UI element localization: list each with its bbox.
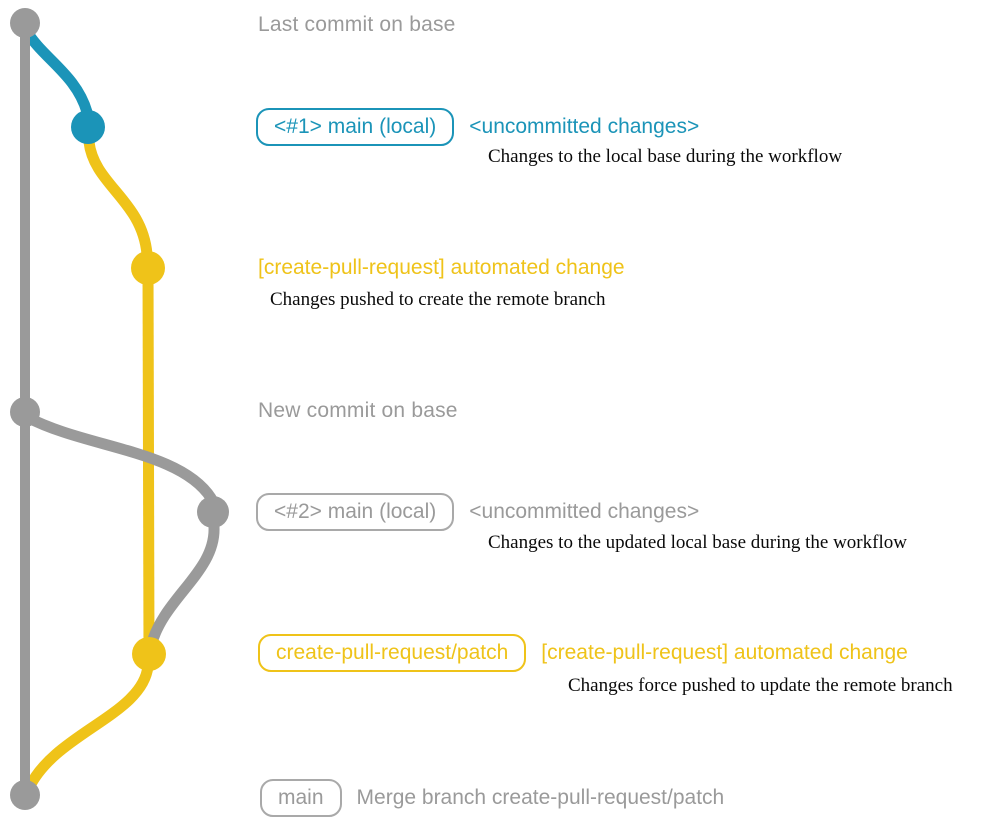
note-force-pushed-update: Changes force pushed to update the remot… [568, 675, 953, 696]
edge-base-to-local-1 [20, 24, 93, 118]
edge-patch-to-merge [23, 660, 154, 794]
badge-main-local-2: <#2> main (local) [256, 493, 455, 531]
commit-node-new-base [10, 397, 40, 427]
note-updated-local-base: Changes to the updated local base during… [488, 532, 907, 553]
commit-node-merge [10, 780, 40, 810]
automated-change-label-2: [create-pull-request] automated change [541, 641, 908, 664]
note-local-base-changes: Changes to the local base during the wor… [488, 146, 843, 167]
edge-local-to-patch-2 [145, 521, 220, 652]
uncommitted-changes-label-2: <uncommitted changes> [469, 500, 700, 523]
note-pushed-create-branch: Changes pushed to create the remote bran… [270, 289, 606, 310]
commit-node-uncommitted-1 [71, 110, 105, 144]
commit-node-uncommitted-2 [197, 496, 229, 528]
edge-base-to-local-2 [21, 411, 217, 504]
commit-node-last-base [10, 8, 40, 38]
merge-message-label: Merge branch create-pull-request/patch [356, 786, 725, 809]
badge-patch-branch: create-pull-request/patch [258, 634, 527, 672]
commit-graph [10, 8, 229, 810]
commit-node-automated-2 [132, 637, 166, 671]
badge-main-local-1: <#1> main (local) [256, 108, 455, 146]
uncommitted-changes-label-1: <uncommitted changes> [469, 115, 700, 138]
commit-node-automated-1 [131, 251, 165, 285]
new-commit-header: New commit on base [258, 399, 458, 422]
automated-change-label-1: [create-pull-request] automated change [258, 256, 625, 279]
badge-main: main [260, 779, 342, 817]
edge-local-to-patch-1 [83, 136, 153, 260]
last-commit-header: Last commit on base [258, 13, 456, 36]
